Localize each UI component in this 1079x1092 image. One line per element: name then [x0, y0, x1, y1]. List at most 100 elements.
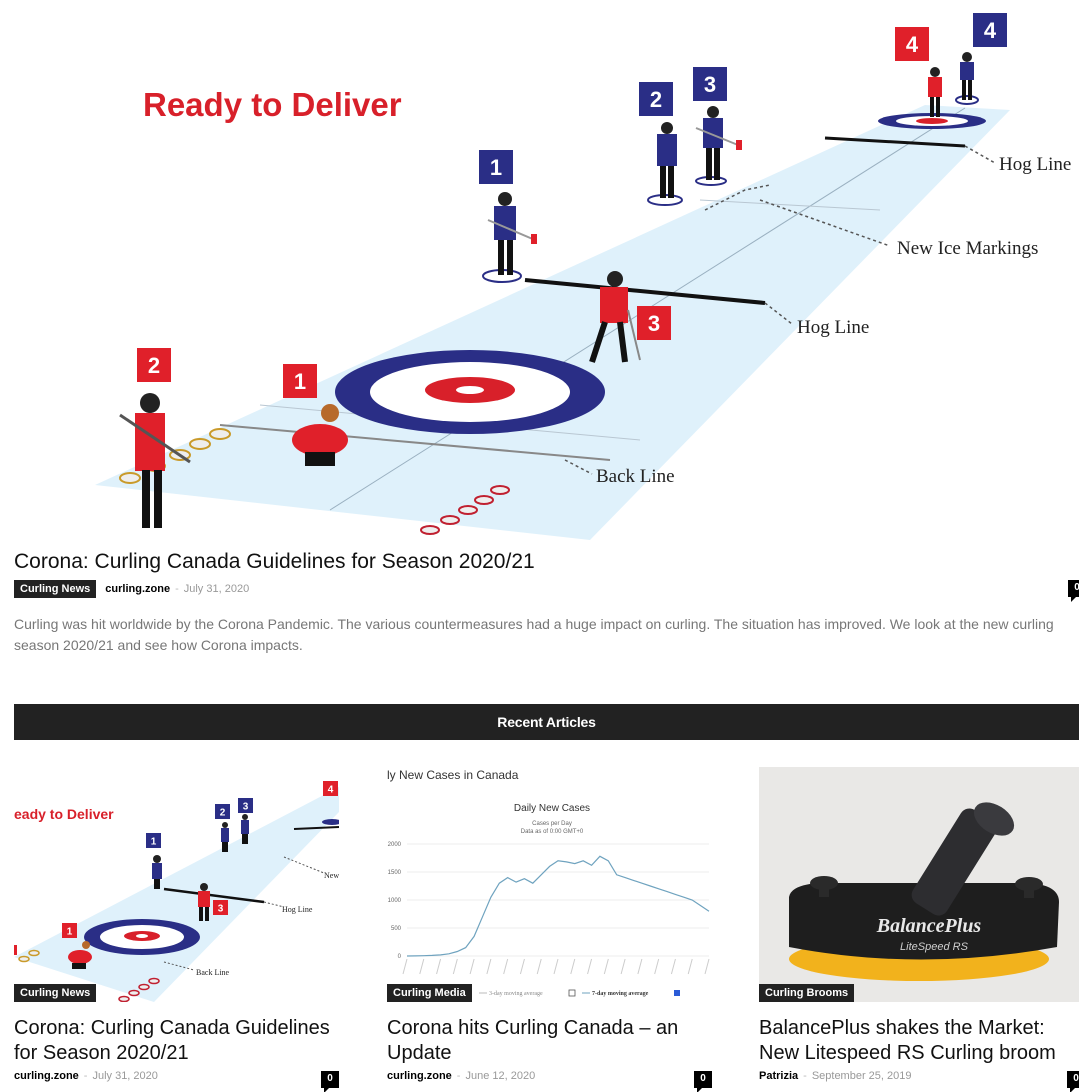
broom-model: LiteSpeed RS	[900, 941, 969, 953]
card-comment-count[interactable]: 0	[694, 1071, 712, 1092]
hero-category-badge[interactable]: Curling News	[14, 580, 97, 598]
card-meta: curling.zone - July 31, 2020	[14, 1070, 158, 1082]
x-tick-mark	[570, 958, 576, 975]
label-back-line: Back Line	[596, 466, 675, 487]
thumb-heading: ly New Cases in Canada	[387, 768, 519, 782]
ice-sheet	[95, 105, 1010, 540]
flag-blue-1: 1	[490, 155, 502, 180]
card-title[interactable]: Corona hits Curling Canada – an Update	[387, 1017, 679, 1064]
player-red-4	[928, 67, 942, 117]
hero-image[interactable]: 2 1 3 4 1 2 3 4 Ready to Deliver Hog Lin…	[0, 0, 1079, 540]
card-category-badge[interactable]: Curling Media	[387, 984, 472, 1002]
label-hog-line-mid: Hog Line	[797, 317, 869, 338]
meta-separator: -	[456, 1070, 461, 1082]
y-tick-label: 0	[398, 954, 402, 960]
card-date: September 25, 2019	[811, 1070, 912, 1082]
player-blue-1	[487, 192, 537, 275]
legend-3day: 3-day moving average	[489, 991, 543, 997]
x-tick-mark	[452, 958, 458, 975]
player-blue-3	[695, 106, 742, 180]
x-tick-mark	[519, 958, 525, 975]
x-tick-mark	[637, 958, 643, 975]
legend-7day: 7-day moving average	[592, 991, 649, 997]
curling-rink-illustration: 2 1 3 4 1 2 3 4 Ready to Deliver Hog Lin…	[95, 13, 1071, 540]
x-tick-mark	[402, 958, 408, 975]
card-category-badge[interactable]: Curling Brooms	[759, 984, 855, 1002]
hero-excerpt: Curling was hit worldwide by the Corona …	[14, 616, 1054, 653]
x-tick-mark	[486, 958, 492, 975]
hero-comment-count[interactable]: 0	[1068, 580, 1079, 602]
x-tick-mark	[587, 958, 593, 975]
article-card[interactable]: 1 2 3 4 1 3 eady to Deliver Hog Line Bac…	[14, 767, 339, 1092]
meta-separator: -	[83, 1070, 88, 1082]
player-blue-2	[657, 122, 677, 198]
player-red-3	[589, 271, 641, 363]
hog-line-top	[824, 136, 966, 148]
card-title[interactable]: Corona: Curling Canada Guidelines for Se…	[14, 1017, 330, 1064]
daily-cases-chart: ly New Cases in Canada Daily New Cases C…	[387, 768, 710, 997]
hero-article-title[interactable]: Corona: Curling Canada Guidelines for Se…	[14, 550, 535, 573]
x-tick-mark	[670, 958, 676, 975]
thumb-label-back-line: Back Line	[196, 968, 230, 977]
x-tick-mark	[469, 958, 475, 975]
thumb-flag-red-3: 3	[218, 904, 224, 915]
thumb-label-new: New	[324, 871, 339, 880]
curling-rink-thumb: 1 2 3 4 1 3 eady to Deliver Hog Line Bac…	[14, 781, 339, 1002]
y-tick-label: 1000	[388, 898, 402, 904]
flag-red-1: 1	[294, 369, 306, 394]
flag-blue-2: 2	[650, 87, 662, 112]
card-date: July 31, 2020	[92, 1070, 158, 1082]
flag-red-2: 2	[148, 353, 160, 378]
x-tick-mark	[687, 958, 693, 975]
card-comment-count[interactable]: 0	[321, 1071, 339, 1092]
chart-subtitle-2: Data as of 0:00 GMT+0	[521, 829, 584, 835]
hero-date: July 31, 2020	[183, 583, 250, 595]
hero-meta: Curling News curling.zone - July 31, 202…	[14, 580, 249, 598]
card-title[interactable]: BalancePlus shakes the Market: New Lites…	[759, 1017, 1056, 1064]
back-line	[219, 424, 611, 461]
card-author[interactable]: curling.zone	[14, 1070, 79, 1082]
card-thumbnail[interactable]: BalancePlus LiteSpeed RS Curling Brooms	[759, 767, 1079, 1002]
player-red-2	[119, 393, 191, 528]
x-tick-mark	[704, 958, 710, 975]
label-hog-line-top: Hog Line	[999, 154, 1071, 175]
x-tick-mark	[654, 958, 660, 975]
card-thumbnail[interactable]: ly New Cases in Canada Daily New Cases C…	[387, 767, 712, 1002]
card-meta: curling.zone - June 12, 2020	[387, 1070, 535, 1082]
broom-brand: BalancePlus	[876, 915, 982, 937]
card-author[interactable]: Patrizia	[759, 1070, 799, 1082]
x-tick-mark	[603, 958, 609, 975]
x-tick-mark	[620, 958, 626, 975]
thumb-flag-blue-3: 3	[243, 802, 249, 813]
meta-separator: -	[803, 1070, 807, 1082]
thumb-flag-blue-1: 1	[151, 837, 157, 848]
thumb-flag-red-4: 4	[328, 785, 334, 796]
article-card[interactable]: BalancePlus LiteSpeed RS Curling Brooms …	[759, 767, 1079, 1092]
y-tick-label: 2000	[388, 842, 402, 848]
y-tick-label: 500	[391, 926, 402, 932]
article-card[interactable]: ly New Cases in Canada Daily New Cases C…	[387, 767, 712, 1092]
player-blue-4	[960, 52, 974, 100]
red-rocks	[420, 485, 510, 535]
x-tick-mark	[419, 958, 425, 975]
meta-separator: -	[175, 583, 179, 595]
flag-red-3: 3	[648, 311, 660, 336]
hero-image-heading: Ready to Deliver	[143, 86, 402, 123]
card-author[interactable]: curling.zone	[387, 1070, 452, 1082]
hero-author[interactable]: curling.zone	[105, 583, 171, 595]
section-title-recent-articles: Recent Articles	[14, 704, 1079, 740]
x-tick-mark	[553, 958, 559, 975]
chart-subtitle-1: Cases per Day	[532, 821, 572, 827]
card-category-badge[interactable]: Curling News	[14, 984, 97, 1002]
broom-head	[789, 883, 1059, 960]
card-comment-count[interactable]: 0	[1067, 1071, 1079, 1092]
card-meta: Patrizia - September 25, 2019	[759, 1070, 912, 1082]
thumb-heading: eady to Deliver	[14, 806, 114, 822]
flag-red-4: 4	[906, 32, 919, 57]
label-new-ice-markings: New Ice Markings	[897, 238, 1038, 259]
card-thumbnail[interactable]: 1 2 3 4 1 3 eady to Deliver Hog Line Bac…	[14, 767, 339, 1002]
x-tick-mark	[536, 958, 542, 975]
flag-blue-4: 4	[984, 18, 997, 43]
flag-blue-3: 3	[704, 72, 716, 97]
hog-line-mid	[524, 278, 766, 305]
